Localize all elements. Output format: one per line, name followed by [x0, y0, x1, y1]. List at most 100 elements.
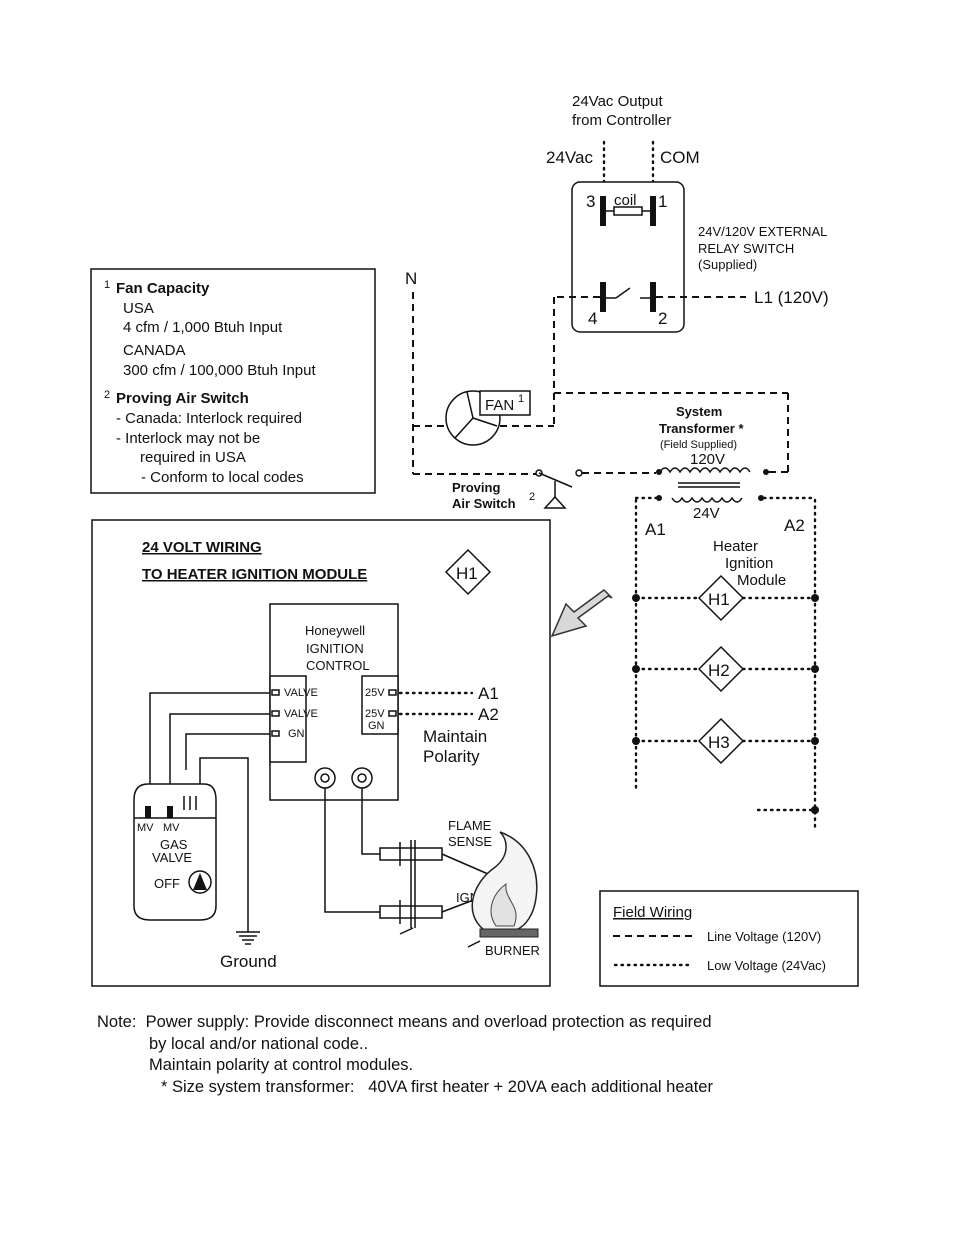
- heater-module-h3: H3: [632, 717, 819, 765]
- gas-valve-mv2: MV: [163, 822, 180, 834]
- bus-a1-label: A1: [645, 520, 666, 539]
- relay-coil-right-contact: [650, 196, 656, 226]
- fan-label-box: [479, 390, 531, 416]
- bus-a2-label: A2: [784, 516, 805, 535]
- controller-24vac-label: 24Vac: [546, 148, 593, 167]
- ignition-control-line2: IGNITION: [306, 641, 364, 656]
- fan-blade-1: [466, 391, 474, 419]
- wire-ignition: [324, 788, 380, 913]
- ground-label: Ground: [220, 952, 277, 971]
- note-row-1: Note: Power supply: Provide disconnect m…: [97, 1012, 917, 1034]
- note-line3: Maintain polarity at control modules.: [149, 1056, 414, 1074]
- fan-capacity-canada: CANADA: [123, 342, 186, 359]
- proving-switch-arm: [538, 472, 573, 488]
- wire-gn: [185, 733, 270, 770]
- gas-valve-label-line2: VALVE: [152, 850, 192, 865]
- relay-title-line2: RELAY SWITCH: [698, 241, 794, 256]
- heater-module-h2-label: H2: [708, 661, 730, 680]
- relay-contact-left: [600, 282, 606, 312]
- flame-inner: [490, 882, 517, 927]
- fan-blade-3: [454, 417, 474, 439]
- ignition-control-line1: Honeywell: [305, 623, 365, 638]
- power-supply-note: Note: Power supply: Provide disconnect m…: [97, 1012, 917, 1098]
- wire-valve-1: [149, 692, 270, 808]
- fan-blade-2: [472, 417, 498, 427]
- proving-switch-usa-line1: - Interlock may not be: [116, 430, 260, 447]
- relay-coil-label: coil: [614, 192, 637, 209]
- proving-switch-contact-right: [575, 469, 583, 477]
- line-voltage-label: L1 (120V): [754, 288, 829, 307]
- relay-title-line3: (Supplied): [698, 257, 757, 272]
- fan-capacity-sup: 1: [104, 279, 110, 291]
- legend-line-voltage-label: Line Voltage (120V): [707, 929, 821, 944]
- wire-valve-2: [169, 713, 270, 808]
- transformer-primary-coil: [659, 467, 751, 474]
- proving-switch-label-line1: Proving: [452, 480, 500, 495]
- relay-terminal-1: 1: [658, 192, 667, 211]
- relay-coil-left-contact: [600, 196, 606, 226]
- wire-ground-run: [199, 757, 249, 932]
- transformer-node-right-bottom: [758, 495, 764, 501]
- wiring-badge: [444, 548, 492, 596]
- note-row-3: Maintain polarity at control modules.: [97, 1055, 917, 1077]
- burner: [479, 928, 539, 938]
- heater-module-title-line1: Heater: [713, 538, 758, 555]
- gas-valve-label-line1: GAS: [160, 837, 188, 852]
- connector-sense-inner: [357, 773, 367, 783]
- ignition-control-line3: CONTROL: [306, 658, 370, 673]
- additional-heater-node: [811, 806, 819, 814]
- note-line1: Power supply: Provide disconnect means a…: [145, 1013, 712, 1031]
- burner-ground: [467, 940, 481, 948]
- maintain-polarity-line2: Polarity: [423, 747, 480, 766]
- wiring-title-line2: TO HEATER IGNITION MODULE: [142, 566, 367, 583]
- transformer-node-left-top: [656, 469, 662, 475]
- terminal-gn-2-label: GN: [368, 720, 385, 732]
- neutral-label: N: [405, 269, 417, 288]
- transformer-secondary-coil: [671, 496, 743, 503]
- heater-module-h3-label: H3: [708, 733, 730, 752]
- legend-title: Field Wiring: [613, 904, 692, 921]
- terminal-25v-2: [388, 710, 397, 717]
- connector-sense-outer: [351, 767, 373, 789]
- heater-module-h2: H2: [632, 645, 819, 693]
- wiring-title-line1: 24 VOLT WIRING: [142, 539, 262, 556]
- note-prefix: Note:: [97, 1013, 137, 1031]
- system-transformer-title-line1: System: [676, 404, 722, 419]
- notes-box: [90, 268, 376, 494]
- flame-sense-tip: [441, 853, 489, 875]
- relay-contact-right: [650, 282, 656, 312]
- controller-com-label: COM: [660, 148, 700, 167]
- heater-module-title-line3: Module: [737, 572, 786, 589]
- control-a1-label: A1: [478, 684, 499, 703]
- proving-switch-label-line2: Air Switch: [452, 496, 516, 511]
- proving-switch-usa-line2: required in USA: [140, 449, 246, 466]
- heater-module-title-line2: Ignition: [725, 555, 773, 572]
- pointer-arrow: [550, 589, 613, 638]
- gas-valve-knob-arrow: [193, 873, 207, 890]
- legend-low-voltage-label: Low Voltage (24Vac): [707, 958, 826, 973]
- proving-switch-canada: - Canada: Interlock required: [116, 410, 302, 427]
- fan-capacity-title: Fan Capacity: [116, 280, 210, 297]
- controller-output-line2: from Controller: [572, 112, 671, 129]
- heater-module-h1: H1: [632, 574, 819, 622]
- flame-sense-line2: SENSE: [448, 834, 492, 849]
- terminal-gn: [271, 730, 280, 737]
- proving-switch-title: Proving Air Switch: [116, 390, 249, 407]
- controller-output-line1: 24Vac Output: [572, 93, 663, 110]
- connector-ignition-outer: [314, 767, 336, 789]
- system-transformer-title-line3: (Field Supplied): [660, 439, 737, 451]
- fan-label: FAN: [485, 397, 514, 414]
- fan-capacity-canada-value: 300 cfm / 100,000 Btuh Input: [123, 362, 316, 379]
- relay-terminal-3: 3: [586, 192, 595, 211]
- fan-sup: 1: [518, 393, 524, 405]
- gas-valve-mv1: MV: [137, 822, 154, 834]
- wire-flame-sense: [361, 788, 380, 855]
- relay-terminal-4: 4: [588, 309, 597, 328]
- relay-coil: [613, 206, 643, 216]
- fan-capacity-usa: USA: [123, 300, 154, 317]
- gas-valve-terminal-1: [145, 806, 151, 818]
- legend-box: [599, 890, 859, 987]
- terminal-valve-2-label: VALVE: [284, 708, 318, 720]
- flame-sense-line1: FLAME: [448, 818, 492, 833]
- fan-capacity-usa-value: 4 cfm / 1,000 Btuh Input: [123, 319, 283, 336]
